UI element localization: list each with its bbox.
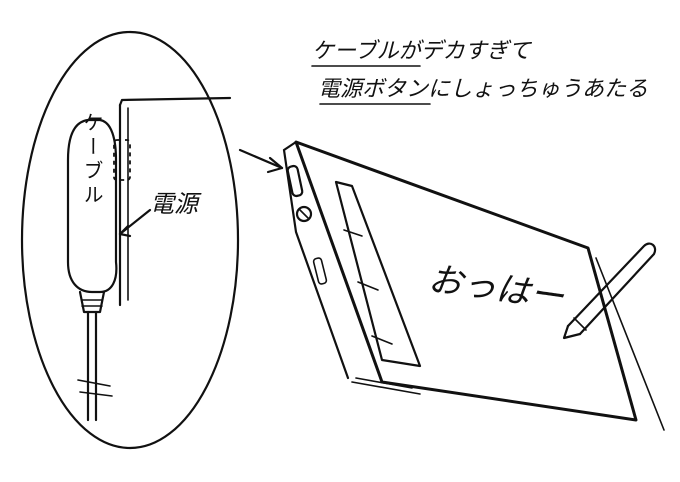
screen-line-1 xyxy=(343,229,363,237)
stylus-grip xyxy=(573,317,587,331)
pointer-arrow-head xyxy=(266,156,284,174)
magnified-circle: ケーブル 電源 xyxy=(20,30,240,450)
stylus-tip xyxy=(562,324,582,340)
tablet-body xyxy=(294,140,638,422)
stylus-body xyxy=(566,242,657,336)
plug-neck xyxy=(78,290,106,314)
screen-line-3 xyxy=(371,335,393,345)
cable-tie-2 xyxy=(79,391,113,397)
power-button-cable-socket xyxy=(299,209,309,219)
power-arrow-head xyxy=(118,224,132,238)
pointer-arrow xyxy=(238,148,284,170)
tablet-bottom-edge-1 xyxy=(351,381,421,395)
caption: ケーブルがデカすぎて 電源ボタンにしょっちゅうあたる xyxy=(311,39,648,105)
caption-line-2: 電源ボタンにしょっちゅうあたる xyxy=(318,77,648,102)
screen-line-2 xyxy=(357,281,379,291)
power-button xyxy=(295,205,313,223)
screen-text: おっはー xyxy=(426,259,567,318)
side-slot xyxy=(312,257,328,285)
stylus xyxy=(562,242,657,340)
tablet-side-edge xyxy=(282,140,350,380)
caption-line-1: ケーブルがデカすぎて xyxy=(312,39,533,64)
device-edge xyxy=(118,96,232,107)
zoom-ellipse xyxy=(20,30,240,450)
tablet-right-edge xyxy=(595,257,665,431)
tablet-bottom-edge-2 xyxy=(355,377,413,389)
power-button-hidden xyxy=(113,139,131,181)
side-button-top xyxy=(286,164,304,198)
cable-plug xyxy=(66,118,118,294)
screen-bezel xyxy=(334,180,422,368)
power-label: 電源 xyxy=(150,190,202,218)
cable-label: ケーブル xyxy=(80,112,104,208)
cable-tie-1 xyxy=(77,379,111,387)
